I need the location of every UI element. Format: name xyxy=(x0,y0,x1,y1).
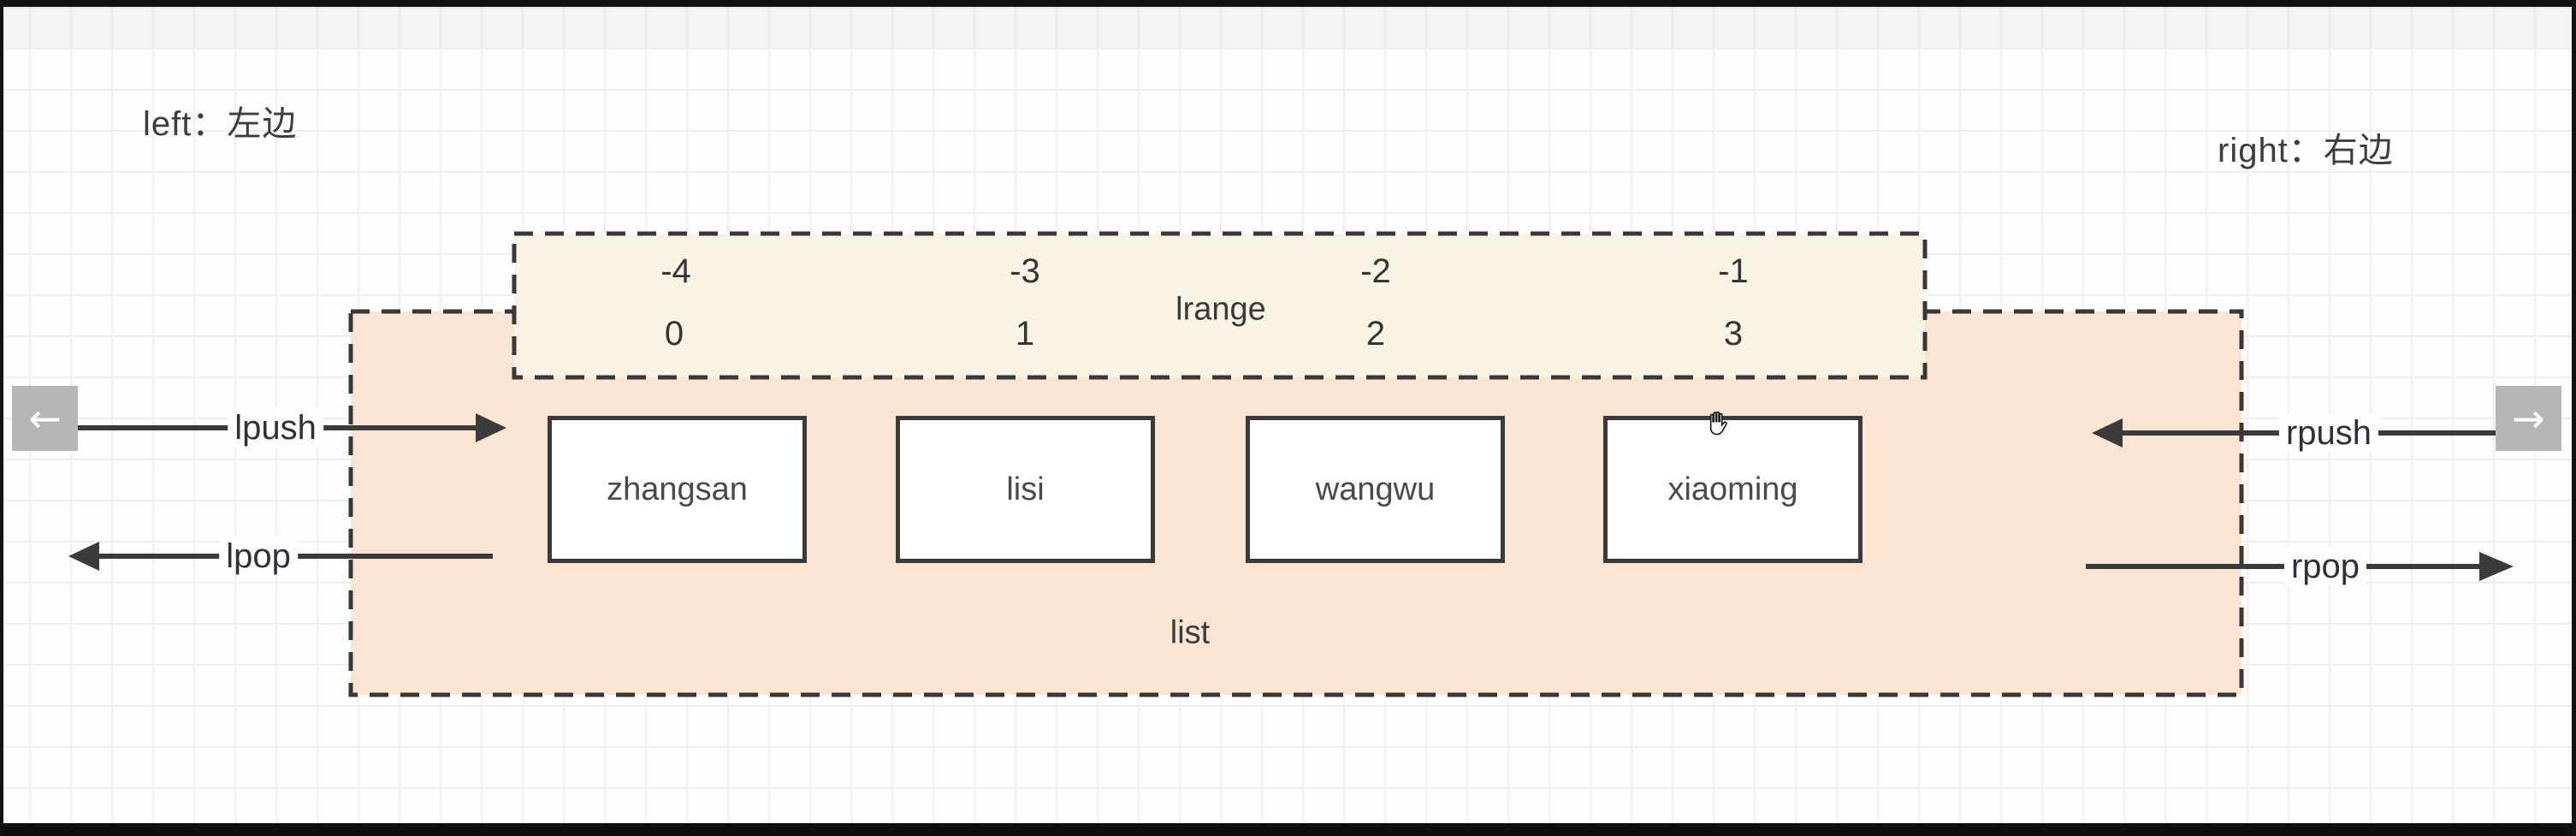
arrow-right-icon: → xyxy=(2512,395,2545,442)
list-item-zhangsan: zhangsan xyxy=(548,416,807,563)
lrange-label: lrange xyxy=(1175,291,1266,328)
list-item-label: zhangsan xyxy=(607,471,748,507)
index-neg-1: -1 xyxy=(1718,252,1749,290)
right-letterbox-bar xyxy=(2572,0,2576,836)
prev-slide-button[interactable]: ← xyxy=(12,386,78,451)
index-neg-3: -3 xyxy=(1010,252,1040,290)
left-letterbox-bar xyxy=(0,0,3,836)
right-annotation: right：右边 xyxy=(2218,132,2394,169)
canvas-top-band xyxy=(0,7,2576,48)
lpop-label: lpop xyxy=(219,537,298,576)
arrow-left-icon: ← xyxy=(28,395,62,442)
lpop-arrowhead xyxy=(68,542,99,571)
index-1: 1 xyxy=(1015,315,1035,353)
lpush-label: lpush xyxy=(228,408,323,448)
list-label: list xyxy=(1170,614,1211,651)
left-annotation: left：左边 xyxy=(143,105,298,143)
list-item-xiaoming: xiaoming xyxy=(1603,416,1862,563)
rpush-label: rpush xyxy=(2278,413,2379,453)
list-item-wangwu: wangwu xyxy=(1246,416,1505,563)
list-item-label: lisi xyxy=(1006,471,1045,507)
index-neg-4: -4 xyxy=(660,252,691,290)
next-slide-button[interactable]: → xyxy=(2496,386,2561,451)
list-item-label: wangwu xyxy=(1315,471,1436,507)
top-letterbox-bar xyxy=(0,0,2576,7)
list-item-lisi: lisi xyxy=(896,416,1155,563)
index-3: 3 xyxy=(1723,315,1744,353)
lpush-arrowhead xyxy=(476,413,506,442)
rpop-arrowhead xyxy=(2479,552,2514,581)
index-0: 0 xyxy=(664,315,684,353)
index-neg-2: -2 xyxy=(1360,252,1391,290)
hand-cursor-icon xyxy=(1709,411,1727,436)
list-item-label: xiaoming xyxy=(1667,471,1798,507)
index-2: 2 xyxy=(1365,315,1386,353)
rpush-arrowhead xyxy=(2092,418,2123,448)
lrange-index-box xyxy=(512,231,1928,380)
rpop-label: rpop xyxy=(2283,547,2367,586)
bottom-letterbox-bar xyxy=(0,823,2576,836)
